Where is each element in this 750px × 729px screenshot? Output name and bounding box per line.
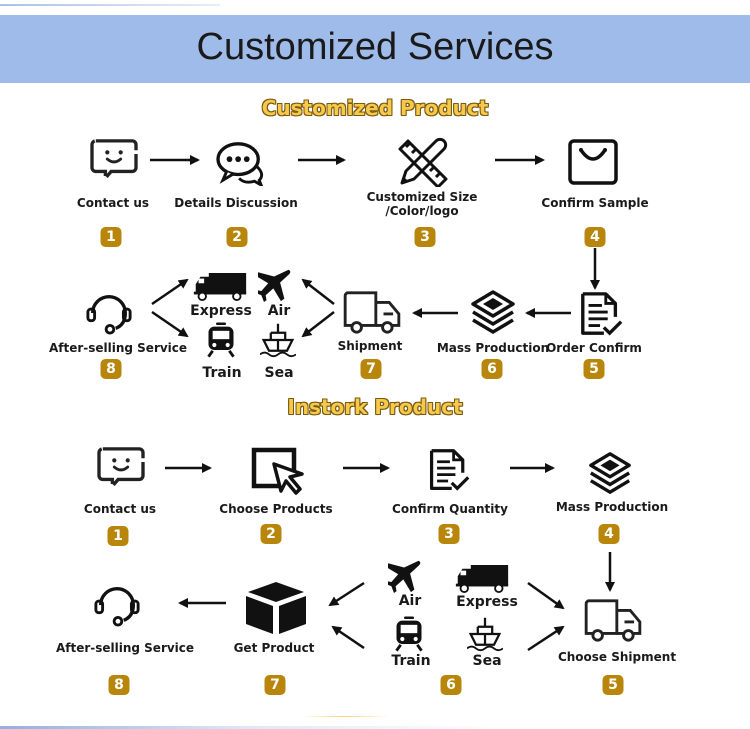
step-label: Choose Products xyxy=(219,502,333,516)
bottom-decorative-line xyxy=(0,726,500,729)
step-label: Order Confirm xyxy=(546,341,642,355)
transport-label-express: Express xyxy=(456,594,518,610)
step-badge: 7 xyxy=(360,359,382,379)
step-label: Mass Production xyxy=(555,500,669,514)
page-title: Customized Services xyxy=(196,26,554,68)
step-badge: 3 xyxy=(438,524,460,544)
step-label: Get Product xyxy=(233,641,315,655)
step-badge: 5 xyxy=(583,359,605,379)
step-label: Contact us xyxy=(83,502,157,516)
transport-label-train: Train xyxy=(391,653,431,669)
transport-label-train: Train xyxy=(202,365,242,381)
express-truck-icon xyxy=(455,565,509,593)
step-badge: 4 xyxy=(584,227,606,247)
transport-label-air: Air xyxy=(398,593,422,609)
step-badge: 8 xyxy=(108,675,130,695)
arrow-train-7 xyxy=(331,625,365,650)
arrow-express-5 xyxy=(527,581,565,610)
step-label: Contact us xyxy=(76,196,150,210)
arrow-air-7 xyxy=(328,581,365,607)
top-decorative-line xyxy=(0,4,220,6)
airplane-icon xyxy=(388,559,422,593)
step-badge: 2 xyxy=(260,524,282,544)
step-label: Shipment xyxy=(337,339,403,353)
step-label: Choose Shipment xyxy=(557,650,677,664)
transport-label-sea: Sea xyxy=(264,365,294,381)
step-badge: 3 xyxy=(414,227,436,247)
train-icon xyxy=(394,616,424,652)
step-label: Details Discussion xyxy=(174,196,298,210)
arrow-sea-5 xyxy=(527,625,565,652)
transport-label-air: Air xyxy=(267,303,291,319)
arrow-8-express xyxy=(151,278,189,306)
truck-icon xyxy=(582,597,644,643)
step-label: Customized Size xyxy=(366,190,478,204)
ship-icon xyxy=(467,616,503,652)
arrow-8-train xyxy=(151,310,189,338)
step-badge: 2 xyxy=(226,227,248,247)
step-badge: 6 xyxy=(481,359,503,379)
step-badge: 1 xyxy=(107,526,129,546)
transport-label-sea: Sea xyxy=(472,653,502,669)
step-label: Confirm Quantity xyxy=(392,502,508,516)
box-icon xyxy=(244,580,308,636)
step-label-line2: /Color/logo xyxy=(385,204,459,218)
headset-icon xyxy=(92,580,142,628)
step-badge: 1 xyxy=(100,227,122,247)
arrow-7-air xyxy=(301,278,335,305)
step-label: After-selling Service xyxy=(55,641,195,655)
step-badge: 4 xyxy=(598,524,620,544)
step-badge: 5 xyxy=(602,675,624,695)
step-label: After-selling Service xyxy=(48,341,188,355)
step-badge: 6 xyxy=(440,675,462,695)
decorative-glow xyxy=(300,716,390,717)
section-title-instock: Instork Product xyxy=(287,395,463,419)
section-title-customized: Customized Product xyxy=(261,96,489,120)
step-label: Mass Production xyxy=(436,341,550,355)
arrow-7-sea xyxy=(301,311,335,338)
header-banner xyxy=(0,15,750,83)
transport-label-express: Express xyxy=(190,303,252,319)
step-label: Confirm Sample xyxy=(541,196,649,210)
step-badge: 8 xyxy=(100,359,122,379)
step-badge: 7 xyxy=(264,675,286,695)
